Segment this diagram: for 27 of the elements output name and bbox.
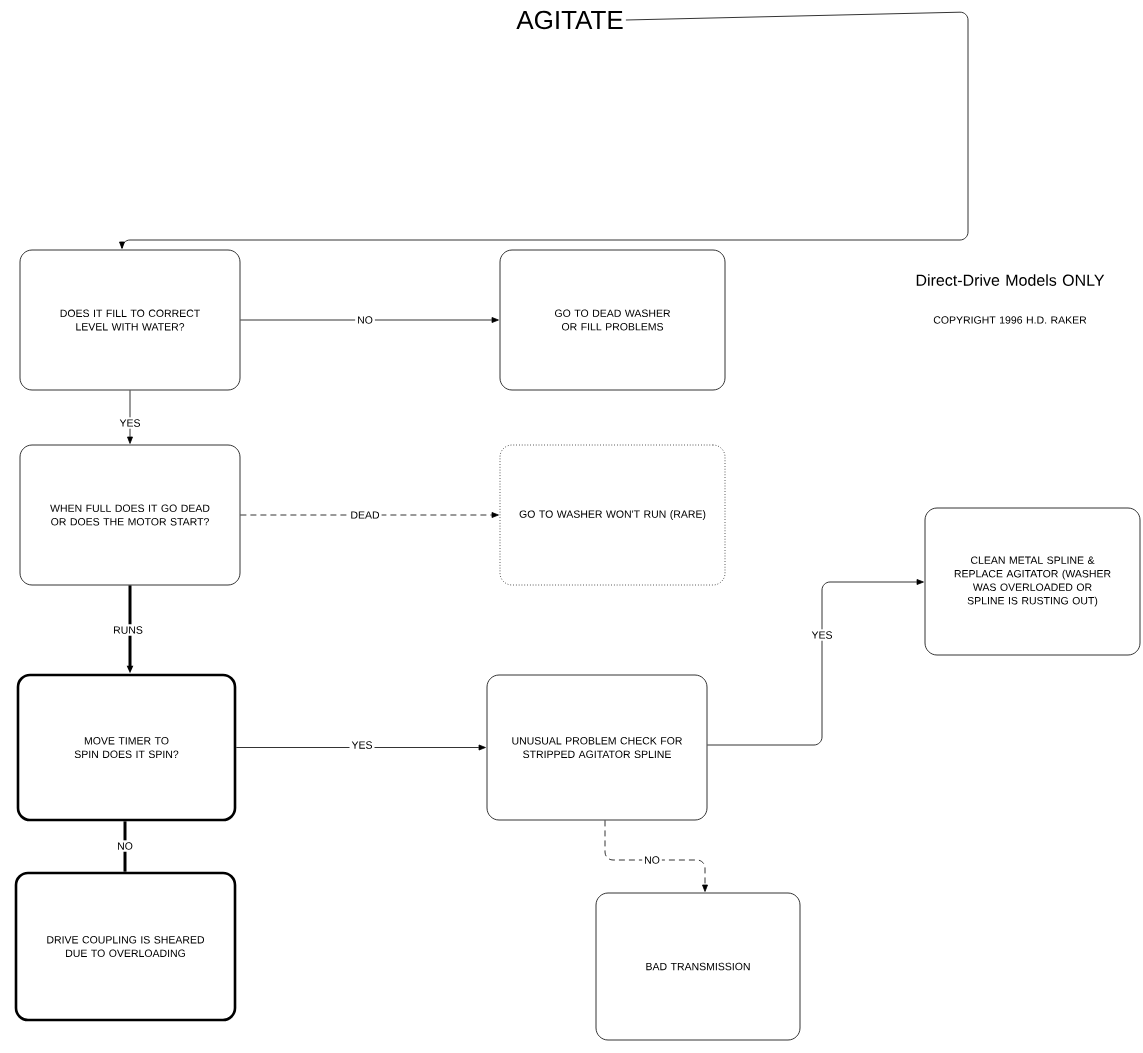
- edge-label: NO: [355, 314, 375, 326]
- note: COPYRIGHT 1996 H.D. RAKER: [933, 316, 1087, 324]
- edge-label: YES: [117, 417, 143, 429]
- arrow: [240, 512, 499, 518]
- process-box: WHEN FULL DOES IT GO DEAD OR DOES THE MOTOR START?: [19, 444, 241, 586]
- edge-label: NO: [115, 840, 135, 852]
- process-box: BAD TRANSMISSION: [595, 892, 801, 1041]
- arrow: [119, 11, 969, 249]
- arrow: [604, 820, 708, 892]
- process-box: GO TO WASHER WON'T RUN (RARE): [499, 444, 726, 586]
- edge-label: RUNS: [111, 624, 145, 636]
- heading: AGITATE: [516, 10, 623, 30]
- process-box: CLEAN METAL SPLINE & REPLACE AGITATOR (WASHER WAS OVERLOADED OR SPLINE IS RUSTING OUT): [924, 507, 1141, 656]
- edge-label: DEAD: [348, 509, 382, 521]
- process-box: UNUSUAL PROBLEM CHECK FOR STRIPPED AGITATOR SPLINE: [486, 674, 708, 821]
- process-box: MOVE TIMER TO SPIN DOES IT SPIN?: [16, 673, 237, 822]
- edge-label: NO: [642, 854, 662, 866]
- process-box: GO TO DEAD WASHER OR FILL PROBLEMS: [499, 249, 726, 391]
- arrow: [127, 390, 133, 444]
- note: Direct-Drive Models ONLY: [916, 274, 1105, 286]
- process-box: DOES IT FILL TO CORRECT LEVEL WITH WATER?: [19, 249, 241, 391]
- arrow: [235, 744, 486, 751]
- arrow: [240, 317, 499, 323]
- edge-label: YES: [809, 629, 835, 641]
- arrow: [707, 579, 924, 746]
- process-box: DRIVE COUPLING IS SHEARED DUE TO OVERLOADING: [14, 871, 237, 1022]
- edge-label: YES: [349, 739, 375, 751]
